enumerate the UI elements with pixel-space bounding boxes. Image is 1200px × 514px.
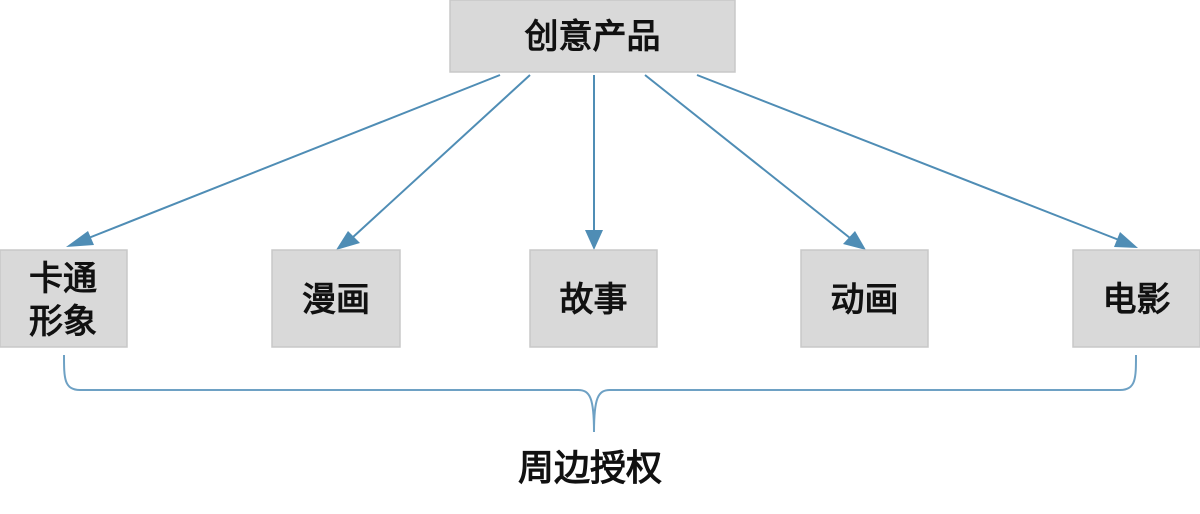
child-node-comic-label: 漫画 (302, 280, 370, 320)
child-node-film-label: 电影 (1103, 280, 1171, 320)
root-node: 创意产品 (449, 0, 736, 73)
edges (66, 74, 1138, 250)
child-node-comic: 漫画 (271, 249, 401, 348)
child-node-story-box (529, 249, 658, 348)
child-node-film-box (1072, 249, 1200, 348)
child-node-story: 故事 (529, 249, 658, 348)
child-node-comic-box (271, 249, 401, 348)
edge-root-to-animation (644, 74, 866, 250)
grouping-brace (63, 354, 1137, 433)
child-node-story-label: 故事 (560, 280, 628, 320)
edge-root-to-story (585, 75, 603, 250)
root-node-label: 创意产品 (524, 17, 661, 57)
edge-root-to-cartoon (66, 74, 501, 247)
edge-root-to-comic (336, 74, 531, 250)
child-node-animation-box (800, 249, 929, 348)
child-node-animation-label: 动画 (831, 280, 899, 320)
bottom-label: 周边授权 (518, 448, 662, 489)
child-node-cartoon-label-line2: 形象 (29, 302, 97, 342)
child-node-cartoon-box (0, 249, 128, 348)
child-node-film: 电影 (1072, 249, 1200, 348)
edge-root-to-film (696, 74, 1138, 248)
child-node-cartoon-label-line1: 卡通 (29, 259, 97, 299)
child-node-cartoon: 卡通 形象 (0, 249, 128, 348)
root-node-box (449, 0, 736, 73)
child-node-animation: 动画 (800, 249, 929, 348)
